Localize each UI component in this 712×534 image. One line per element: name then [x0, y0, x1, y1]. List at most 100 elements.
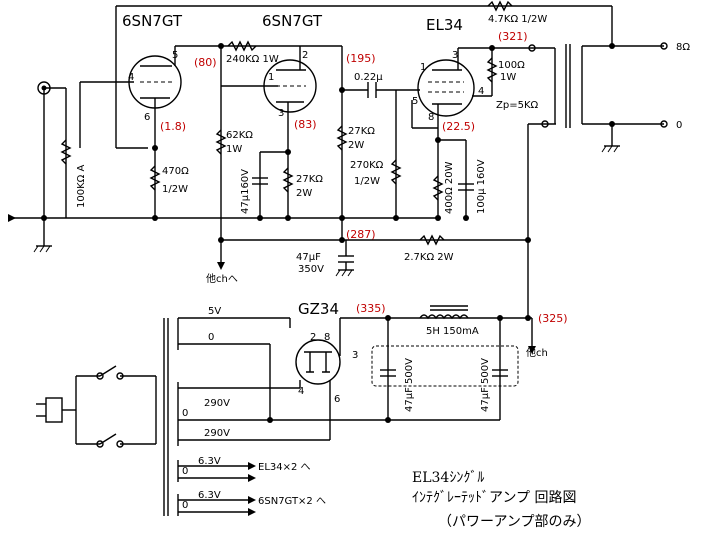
resistor-27k-b	[336, 125, 348, 151]
component-label: 2W	[348, 140, 364, 151]
title-line-3: （パワーアンプ部のみ）	[438, 514, 590, 530]
component-label: 4.7KΩ 1/2W	[488, 14, 547, 25]
choke-icon	[419, 305, 470, 320]
voltage-label: (1.8)	[160, 120, 186, 133]
capacitor-group-box	[371, 345, 519, 387]
resistor-4-7k	[487, 0, 513, 12]
power-switch-icon	[96, 365, 124, 448]
mains-plug-icon	[36, 396, 77, 424]
pin-label: 1	[420, 62, 426, 73]
voltage-label: (325)	[538, 312, 568, 325]
voltage-label: (83)	[294, 118, 317, 131]
resistor-2-7k	[419, 234, 445, 246]
output-terminal-label: 8Ω	[676, 42, 690, 53]
component-label: 1/2W	[162, 184, 188, 195]
pin-label: 3	[352, 350, 358, 361]
pin-label: 2	[302, 50, 308, 61]
volume-100k	[60, 139, 72, 165]
other-channel-label: 他chへ	[206, 272, 238, 285]
tube-label-v2: 6SN7GT	[262, 12, 323, 30]
component-label: Zp=5KΩ	[496, 100, 538, 111]
component-label: 470Ω	[162, 166, 189, 177]
component-label: 400Ω 20W	[444, 161, 455, 214]
wiring	[8, 5, 664, 513]
component-label: 27KΩ	[296, 174, 323, 185]
component-label: 240KΩ 1W	[226, 54, 279, 65]
pin-label: 4	[478, 86, 484, 97]
voltage-label: (80)	[194, 56, 217, 69]
arrow-icons	[217, 262, 536, 516]
component-label: 0.22μ	[354, 72, 383, 83]
component-label: 2W	[296, 188, 312, 199]
transformer-tap-label: 290V	[204, 398, 230, 409]
tube-label-v3: EL34	[426, 16, 463, 34]
resistor-62k	[215, 129, 227, 155]
tube-el34	[417, 59, 475, 128]
component-label: 27KΩ	[348, 126, 375, 137]
tube-v1	[128, 55, 182, 109]
component-label: 1W	[500, 72, 516, 83]
title-line-2: ｲﾝﾃｸﾞﾚｰﾃｯﾄﾞアンプ 回路図	[412, 490, 576, 506]
transformer-tap-label: 0	[208, 332, 214, 343]
pin-label: 8	[428, 112, 434, 123]
component-label: 1W	[226, 144, 242, 155]
component-label: 1/2W	[354, 176, 380, 187]
transformer-tap-label: 6.3V	[198, 456, 221, 467]
power-transformer	[155, 318, 179, 516]
output-transformer	[528, 42, 668, 128]
capacitors	[252, 82, 508, 377]
pin-label: 5	[412, 96, 418, 107]
voltage-label: (321)	[498, 30, 528, 43]
pin-label: 8	[324, 332, 330, 343]
component-label: 2.7KΩ 2W	[404, 252, 454, 263]
voltage-label: (287)	[346, 228, 376, 241]
pin-label: 6	[144, 112, 150, 123]
labels: 6SN7GT 6SN7GT EL34 GZ34 5 4 6 2 1 3 3 1 …	[76, 12, 690, 530]
component-label: 47μF 500V	[404, 358, 415, 412]
resistor-470	[149, 165, 161, 191]
resistor-400	[432, 175, 444, 201]
pin-label: 1	[268, 72, 274, 83]
voltage-label: (335)	[356, 302, 386, 315]
tube-gz34	[295, 339, 341, 385]
pin-label: 3	[278, 108, 284, 119]
output-terminal-label: 0	[676, 120, 682, 131]
component-label: 47μF 500V	[480, 358, 491, 412]
transformer-tap-label: 0	[182, 500, 188, 511]
pin-label: 4	[298, 386, 304, 397]
component-label: 350V	[298, 264, 324, 275]
transformer-tap-label: 0	[182, 466, 188, 477]
component-label: 100μ 160V	[476, 159, 487, 214]
component-label: 270KΩ	[350, 160, 384, 171]
ground-symbols	[33, 145, 620, 277]
resistor-270k	[390, 159, 402, 185]
heater-target-label: 6SN7GT×2 へ	[258, 496, 326, 507]
input-jack-icon	[8, 81, 51, 222]
pin-label: 4	[128, 72, 134, 83]
heater-target-label: EL34×2 へ	[258, 462, 311, 473]
transformer-tap-label: 0	[182, 408, 188, 419]
tube-label-rect: GZ34	[298, 300, 339, 318]
resistor-100	[486, 57, 498, 83]
voltage-label: (22.5)	[442, 120, 475, 133]
component-label: 5H 150mA	[426, 326, 479, 337]
pin-label: 5	[172, 50, 178, 61]
title-line-1: EL34ｼﾝｸﾞﾙ	[412, 470, 484, 486]
pin-label: 2	[310, 332, 316, 343]
pin-label: 6	[334, 394, 340, 405]
component-label: 47μF	[296, 252, 321, 263]
tube-label-v1: 6SN7GT	[122, 12, 183, 30]
pin-label: 3	[452, 50, 458, 61]
junction-dots	[41, 43, 615, 423]
component-label: 47μ160V	[240, 169, 251, 214]
resistors	[60, 0, 513, 246]
resistor-240k	[227, 40, 257, 52]
component-label: 62KΩ	[226, 130, 253, 141]
transformer-tap-label: 6.3V	[198, 490, 221, 501]
component-label: 100KΩ A	[76, 165, 87, 208]
tube-v2	[263, 56, 317, 113]
transformer-tap-label: 290V	[204, 428, 230, 439]
voltage-label: (195)	[346, 52, 376, 65]
resistor-27k-a	[282, 167, 294, 193]
